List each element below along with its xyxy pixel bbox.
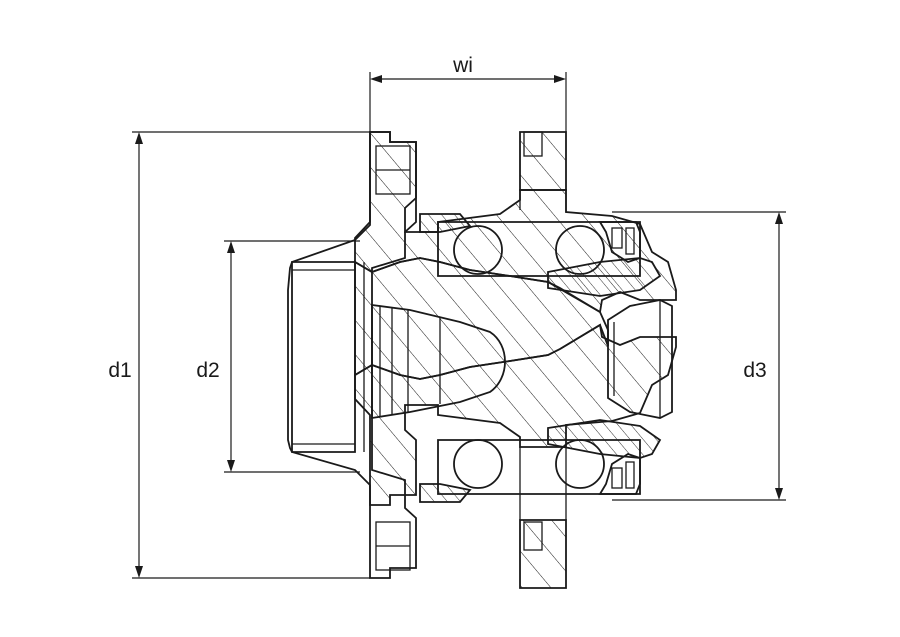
label-d2: d2	[196, 359, 219, 382]
upper-bearing	[419, 213, 662, 297]
dimension-d1: d1	[108, 131, 370, 579]
upper-ball-2	[555, 225, 605, 275]
upper-ball-1	[453, 225, 503, 275]
label-d1: d1	[108, 359, 131, 382]
lower-bearing	[419, 419, 662, 503]
right-flange	[519, 131, 567, 589]
spline-bore	[371, 303, 506, 420]
dimension-d2: d2	[196, 240, 360, 473]
dimension-wi: wi	[369, 54, 567, 132]
end-recess	[607, 299, 673, 419]
lower-ball-1	[453, 439, 503, 489]
label-d3: d3	[743, 359, 766, 382]
lower-ball-2	[555, 439, 605, 489]
label-wi: wi	[452, 54, 473, 77]
dimension-d3: d3	[612, 211, 786, 501]
left-flange	[287, 131, 417, 579]
